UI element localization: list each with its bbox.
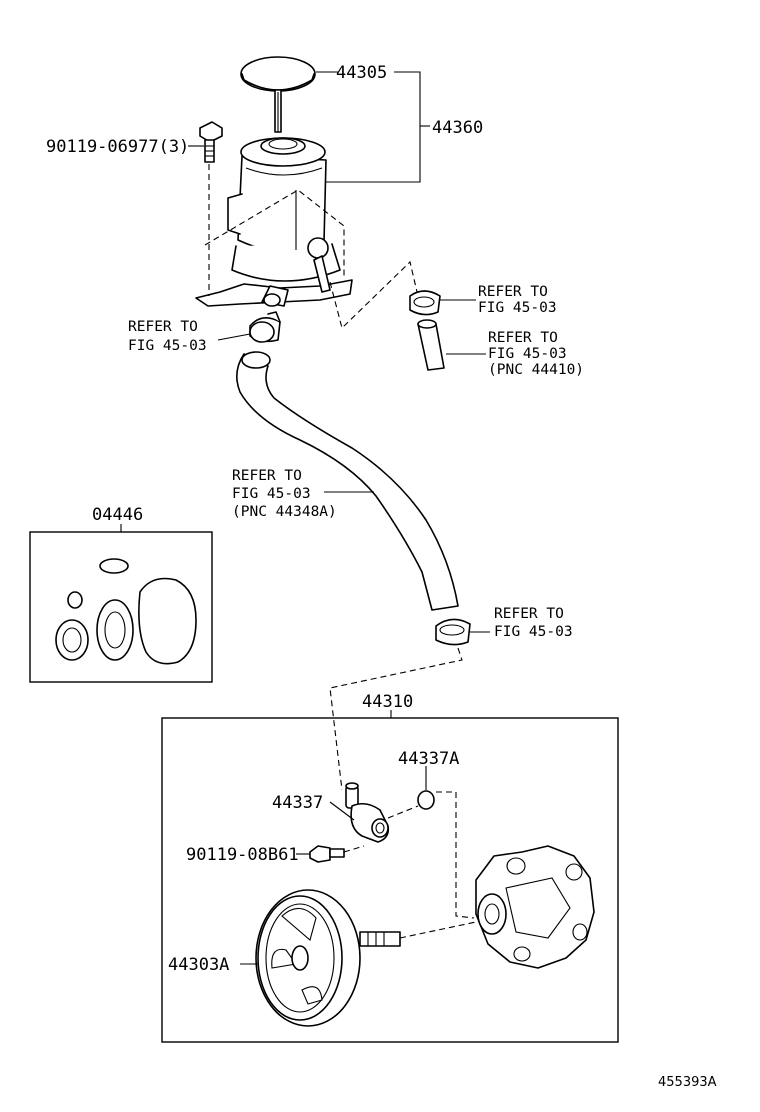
part-number-pump-assy: 44310 (362, 692, 413, 712)
bolt-union-illustration (309, 845, 345, 863)
union-fitting-illustration (345, 782, 390, 843)
pump-assy-box (161, 717, 619, 1043)
oring-illustration (417, 790, 435, 810)
illustration-id: 455393A (658, 1075, 717, 1090)
part-number-cap: 44305 (336, 63, 387, 83)
ref-main-hose-line1: REFER TO (232, 468, 302, 484)
ref-right-clamp-line2: FIG 45-03 (478, 300, 557, 316)
ref-reservoir-clamp-line1: REFER TO (128, 319, 198, 335)
clamp-lower-illustration (435, 618, 471, 646)
hose-right-illustration (417, 319, 445, 371)
part-number-reservoir: 44360 (432, 118, 483, 138)
ref-right-hose-line1: REFER TO (488, 330, 558, 346)
clamp-right-illustration (409, 290, 441, 316)
clamp-reservoir-illustration (249, 311, 281, 343)
ref-main-hose-line3: (PNC 44348A) (232, 504, 337, 520)
ref-right-clamp-line1: REFER TO (478, 284, 548, 300)
reservoir-tank-illustration (195, 137, 353, 307)
ref-right-hose-line2: FIG 45-03 (488, 346, 567, 362)
part-number-oring: 44337A (398, 749, 459, 769)
pulley-illustration (255, 889, 401, 1027)
part-number-bolt-top: 90119-06977(3) (46, 137, 189, 157)
part-number-pulley: 44303A (168, 955, 229, 975)
suction-hose-illustration (236, 351, 459, 611)
reservoir-cap-illustration (240, 56, 316, 133)
ref-main-hose-line2: FIG 45-03 (232, 486, 311, 502)
part-number-union: 44337 (272, 793, 323, 813)
ref-reservoir-clamp-line2: FIG 45-03 (128, 338, 207, 354)
bolt-top-illustration (199, 121, 223, 163)
part-number-bolt-union: 90119-08B61 (186, 845, 299, 865)
ref-lower-clamp-line1: REFER TO (494, 606, 564, 622)
pump-body-illustration (475, 845, 595, 969)
ref-lower-clamp-line2: FIG 45-03 (494, 624, 573, 640)
part-number-gasket-kit: 04446 (92, 505, 143, 525)
ref-right-hose-line3: (PNC 44410) (488, 362, 584, 378)
gasket-kit-illustration (55, 558, 197, 665)
